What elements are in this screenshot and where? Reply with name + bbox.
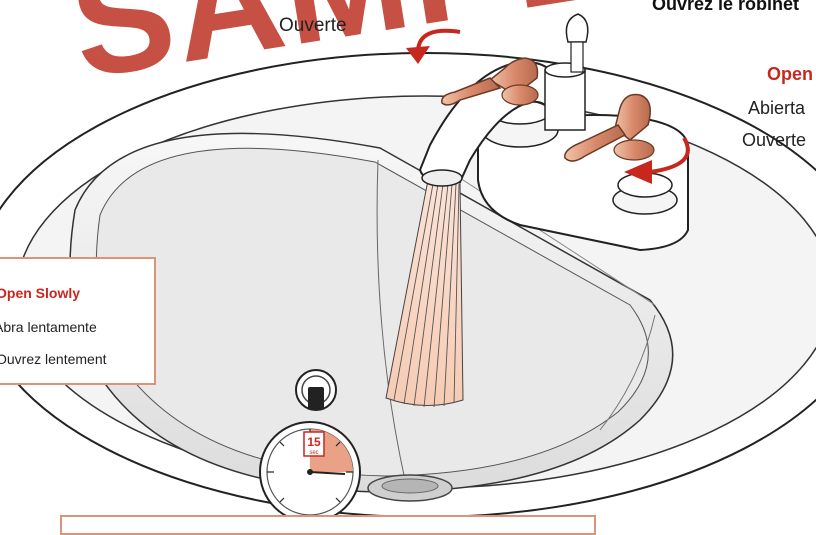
label-open-right: Open [767,64,814,84]
sink-diagram: 15 sec [0,13,816,522]
rotation-arrow-icon [406,28,461,64]
callout-line-es: Abra lentamente [0,319,97,335]
callout-line-fr: Ouvrez lentement [0,351,107,367]
rotation-arrow-icon [624,136,690,184]
timer-unit: sec [309,450,318,456]
callout-title: Open Slowly [0,285,81,301]
open-slowly-callout: Open Slowly Abra lentamente Ouvrez lente… [0,257,156,385]
stopwatch-icon: 15 sec [259,369,361,522]
label-abierta-right: Abierta [748,98,806,118]
label-ouverte-right: Ouverte [742,130,807,150]
sink-basin [69,132,674,493]
water-stream [385,179,464,408]
right-handle [564,93,655,162]
left-handle [441,57,539,106]
label-instruction-fr: Ouvrez le robinet [652,0,800,14]
bottom-caption-box [60,515,596,535]
timer-value: 15 [307,435,321,449]
drain [367,474,453,502]
label-ouverte-top: Ouverte [279,15,347,36]
